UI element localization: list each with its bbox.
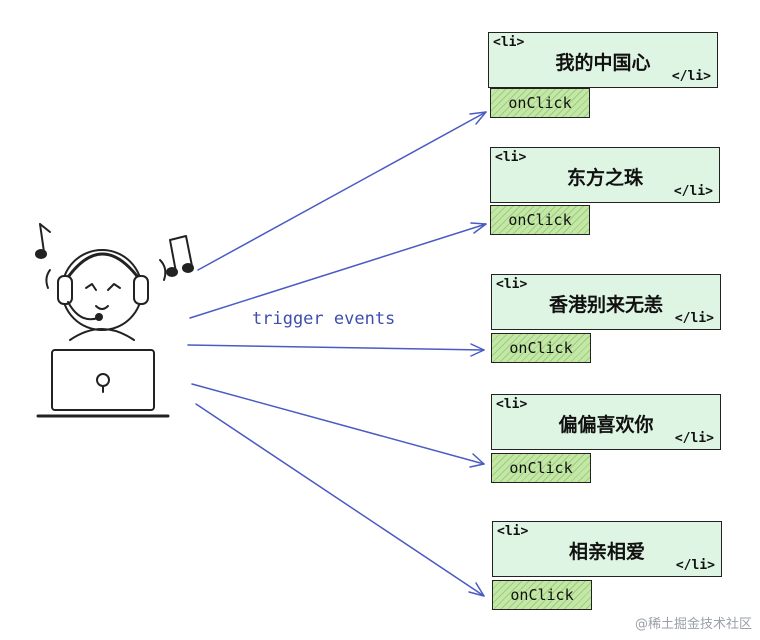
onclick-button[interactable]: onClick <box>492 580 592 610</box>
list-item: <li> 偏偏喜欢你 </li> <box>491 394 721 450</box>
arrow-to-item-2 <box>189 223 487 319</box>
li-open-tag: <li> <box>497 524 529 539</box>
li-close-tag: </li> <box>674 311 714 326</box>
onclick-button[interactable]: onClick <box>490 205 590 235</box>
list-item: <li> 香港别来无恙 </li> <box>491 274 721 330</box>
song-title: 我的中国心 <box>555 52 651 74</box>
list-item: <li> 我的中国心 </li> <box>488 32 718 88</box>
song-title: 香港别来无恙 <box>548 294 663 316</box>
music-note-icon <box>166 235 194 277</box>
music-note-icon <box>35 223 51 259</box>
onclick-button[interactable]: onClick <box>491 333 591 363</box>
arrow-to-item-4 <box>191 383 485 465</box>
li-close-tag: </li> <box>674 431 714 446</box>
li-open-tag: <li> <box>493 35 525 50</box>
arrow-to-item-3 <box>187 344 485 351</box>
arrow-to-item-1 <box>197 111 487 271</box>
li-close-tag: </li> <box>671 69 711 84</box>
watermark: @稀土掘金技术社区 <box>634 617 752 632</box>
li-close-tag: </li> <box>675 558 715 573</box>
li-open-tag: <li> <box>496 277 528 292</box>
li-close-tag: </li> <box>673 184 713 199</box>
list-item: <li> 东方之珠 </li> <box>490 147 720 203</box>
trigger-events-caption: trigger events <box>252 309 396 329</box>
list-item: <li> 相亲相爱 </li> <box>492 521 722 577</box>
song-title: 东方之珠 <box>566 167 643 189</box>
song-title: 相亲相爱 <box>568 541 645 563</box>
onclick-button[interactable]: onClick <box>490 88 590 118</box>
li-open-tag: <li> <box>496 397 528 412</box>
onclick-button[interactable]: onClick <box>491 453 591 483</box>
arrow-to-item-5 <box>195 403 485 597</box>
song-title: 偏偏喜欢你 <box>558 414 654 436</box>
li-open-tag: <li> <box>495 150 527 165</box>
